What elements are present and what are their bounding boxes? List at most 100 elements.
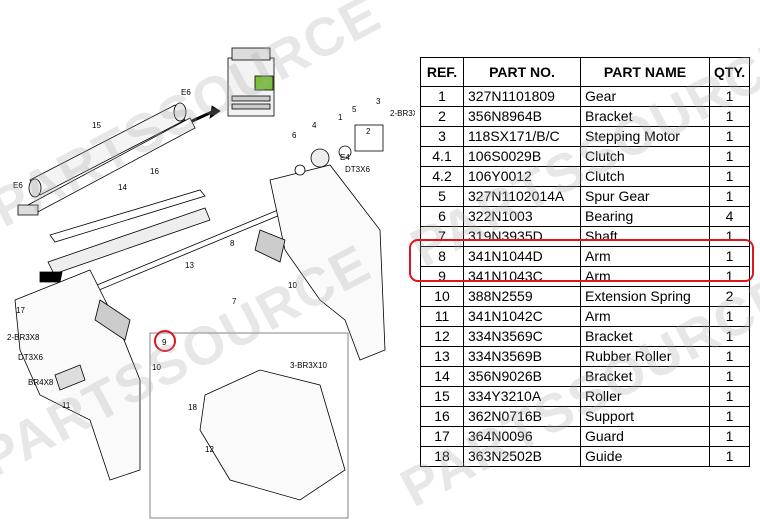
cell-ref: 17: [420, 426, 464, 447]
cell-part-no: 356N8964B: [463, 106, 581, 127]
fastener-3-BR3X10: 3-BR3X10: [290, 361, 327, 370]
cell-qty: 1: [708, 106, 751, 127]
cell-part-no: 106Y0012: [463, 166, 581, 187]
cell-ref: 4.1: [420, 146, 464, 167]
callout-3: 3: [376, 97, 381, 106]
cell-ref: 12: [420, 326, 464, 347]
cell-part-no: 341N1042C: [463, 306, 581, 327]
row-highlight-box: [409, 239, 754, 282]
cell-part-name: Support: [580, 406, 710, 427]
callout-18: 18: [188, 403, 197, 412]
callout-13: 13: [185, 261, 194, 270]
rubber-roller-part-13: [39, 207, 211, 283]
table-header-row: REF. PART NO. PART NAME QTY.: [420, 57, 751, 87]
cell-qty: 1: [708, 346, 751, 367]
callout-8: 8: [230, 239, 235, 248]
cell-qty: 1: [708, 426, 751, 447]
arm-part-8: [254, 229, 286, 263]
arm-part-11: [54, 364, 86, 391]
cell-part-name: Bracket: [580, 106, 710, 127]
cell-part-no: 106S0029B: [463, 146, 581, 167]
cell-qty: 1: [708, 166, 751, 187]
cell-part-no: 322N1003: [463, 206, 581, 227]
callout-14: 14: [118, 183, 127, 192]
bracket-part-14: [49, 189, 206, 243]
gear-part-5: [310, 148, 330, 168]
cell-part-no: 118SX171/B/C: [463, 126, 581, 147]
callout-16: 16: [150, 167, 159, 176]
callout-4: 4: [312, 121, 317, 130]
cell-part-no: 327N1101809: [463, 86, 581, 107]
callout-10: 10: [288, 281, 297, 290]
cell-part-name: Rubber Roller: [580, 346, 710, 367]
cell-qty: 2: [708, 286, 751, 307]
callout-1: 1: [338, 113, 343, 122]
callout-10b: 10: [152, 363, 161, 372]
cell-part-name: Spur Gear: [580, 186, 710, 207]
header-part-no: PART NO.: [463, 57, 581, 87]
cell-qty: 1: [708, 186, 751, 207]
callout-5: 5: [352, 105, 357, 114]
arrow-icon: [189, 110, 213, 124]
cell-qty: 1: [708, 366, 751, 387]
cell-part-no: 327N1102014A: [463, 186, 581, 207]
callout-15: 15: [92, 121, 101, 130]
callout-12: 12: [205, 445, 214, 454]
cell-ref: 1: [420, 86, 464, 107]
cell-ref: 11: [420, 306, 464, 327]
cell-part-name: Arm: [580, 306, 710, 327]
highlight-circle: [154, 330, 176, 352]
cell-part-no: 356N9026B: [463, 366, 581, 387]
fastener-E6: E6: [181, 88, 191, 97]
cell-part-name: Clutch: [580, 146, 710, 167]
cell-qty: 1: [708, 306, 751, 327]
fastener-E6: E6: [13, 181, 23, 190]
cell-part-no: 362N0716B: [463, 406, 581, 427]
cell-qty: 1: [708, 146, 751, 167]
cell-ref: 13: [420, 346, 464, 367]
cell-part-name: Stepping Motor: [580, 126, 710, 147]
stepping-motor-part-3: [354, 124, 384, 152]
fastener-E4: E4: [340, 153, 350, 162]
callout-6: 6: [292, 131, 297, 140]
callout-9: 9: [162, 338, 167, 347]
cell-part-name: Bracket: [580, 326, 710, 347]
cell-ref: 6: [420, 206, 464, 227]
printer-thumbnail-icon: [227, 47, 275, 117]
cell-part-name: Bearing: [580, 206, 710, 227]
roller-part-15: [28, 102, 187, 198]
cell-ref: 16: [420, 406, 464, 427]
cell-part-no: 364N0096: [463, 426, 581, 447]
cell-part-name: Extension Spring: [580, 286, 710, 307]
cell-part-name: Shaft: [580, 226, 710, 247]
cell-qty: 1: [708, 326, 751, 347]
callout-2: 2: [366, 127, 371, 136]
cell-ref: 2: [420, 106, 464, 127]
cell-ref: 15: [420, 386, 464, 407]
cell-ref: 10: [420, 286, 464, 307]
cell-part-no: 388N2559: [463, 286, 581, 307]
cell-part-name: Roller: [580, 386, 710, 407]
cell-ref: 3: [420, 126, 464, 147]
header-qty: QTY.: [708, 57, 751, 87]
cell-part-name: Bracket: [580, 366, 710, 387]
cell-qty: 1: [708, 126, 751, 147]
cell-part-no: 341N1044D: [463, 246, 581, 267]
cell-ref: 18: [420, 446, 464, 467]
cell-part-no: 363N2502B: [463, 446, 581, 467]
header-part-name: PART NAME: [580, 57, 710, 87]
support-part-16: [17, 117, 196, 216]
cell-ref: 5: [420, 186, 464, 207]
